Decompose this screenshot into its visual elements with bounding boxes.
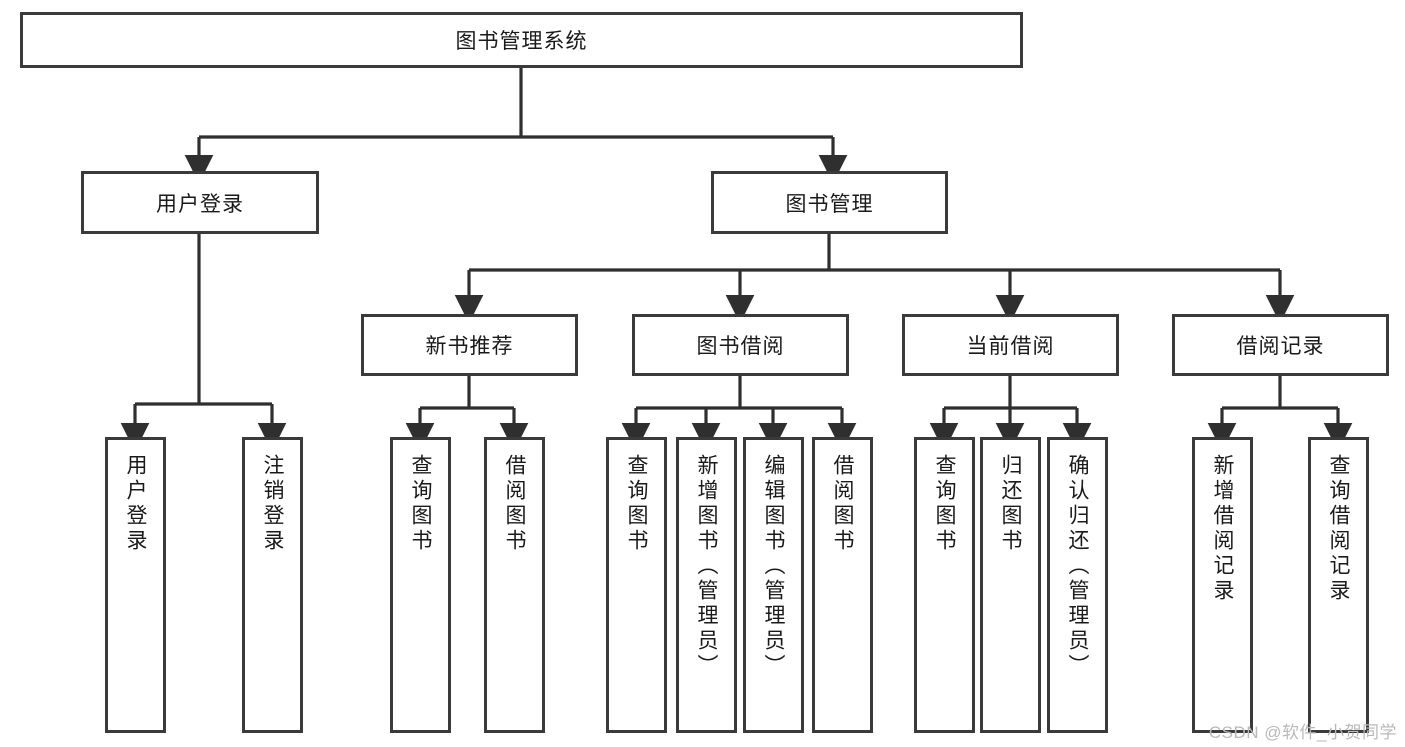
node-label: 查询图书 (933, 454, 956, 554)
node-book-management[interactable]: 图书管理 (711, 171, 948, 234)
node-label: 借阅图书 (503, 454, 526, 554)
leaf-add-borrow-record[interactable]: 新增借阅记录 (1192, 437, 1253, 733)
node-label: 查询借阅记录 (1327, 454, 1350, 604)
leaf-query-book-current[interactable]: 查询图书 (914, 437, 975, 733)
node-current-borrow[interactable]: 当前借阅 (902, 314, 1119, 376)
leaf-query-book-borrow[interactable]: 查询图书 (606, 437, 667, 733)
leaf-add-book-admin[interactable]: 新增图书（管理员） (676, 437, 737, 733)
node-label: 查询图书 (409, 454, 432, 554)
node-label: 用户登录 (156, 192, 244, 216)
leaf-query-book-recommend[interactable]: 查询图书 (390, 437, 451, 733)
leaf-edit-book-admin[interactable]: 编辑图书（管理员） (743, 437, 804, 733)
node-borrow-records[interactable]: 借阅记录 (1172, 314, 1389, 376)
node-label: 用户登录 (124, 454, 147, 554)
node-label: 图书管理 (785, 192, 874, 216)
node-label: 查询图书 (625, 454, 648, 554)
node-label: 借阅记录 (1236, 335, 1325, 358)
node-label: 新增图书（管理员） (695, 454, 718, 679)
node-new-book-recommend[interactable]: 新书推荐 (361, 314, 578, 376)
node-label: 图书借阅 (696, 335, 785, 358)
node-label: 图书管理系统 (455, 30, 588, 53)
node-label: 注销登录 (261, 454, 284, 554)
leaf-query-borrow-record[interactable]: 查询借阅记录 (1308, 437, 1369, 733)
leaf-user-login[interactable]: 用户登录 (105, 437, 166, 733)
watermark: CSDN @软件_小贺同学 (1208, 723, 1397, 742)
node-root-book-management-system[interactable]: 图书管理系统 (20, 12, 1023, 68)
node-book-borrow[interactable]: 图书借阅 (632, 314, 849, 376)
node-label: 编辑图书（管理员） (762, 454, 785, 679)
leaf-borrow-book[interactable]: 借阅图书 (812, 437, 873, 733)
node-label: 当前借阅 (966, 335, 1055, 358)
node-label: 归还图书 (999, 454, 1022, 554)
node-label: 新书推荐 (425, 335, 514, 358)
leaf-logout[interactable]: 注销登录 (242, 437, 303, 733)
leaf-borrow-book-recommend[interactable]: 借阅图书 (484, 437, 545, 733)
node-label: 新增借阅记录 (1211, 454, 1234, 604)
leaf-confirm-return-admin[interactable]: 确认归还（管理员） (1047, 437, 1108, 733)
node-label: 借阅图书 (831, 454, 854, 554)
leaf-return-book[interactable]: 归还图书 (980, 437, 1041, 733)
node-label: 确认归还（管理员） (1066, 454, 1089, 679)
node-user-login[interactable]: 用户登录 (81, 171, 319, 234)
